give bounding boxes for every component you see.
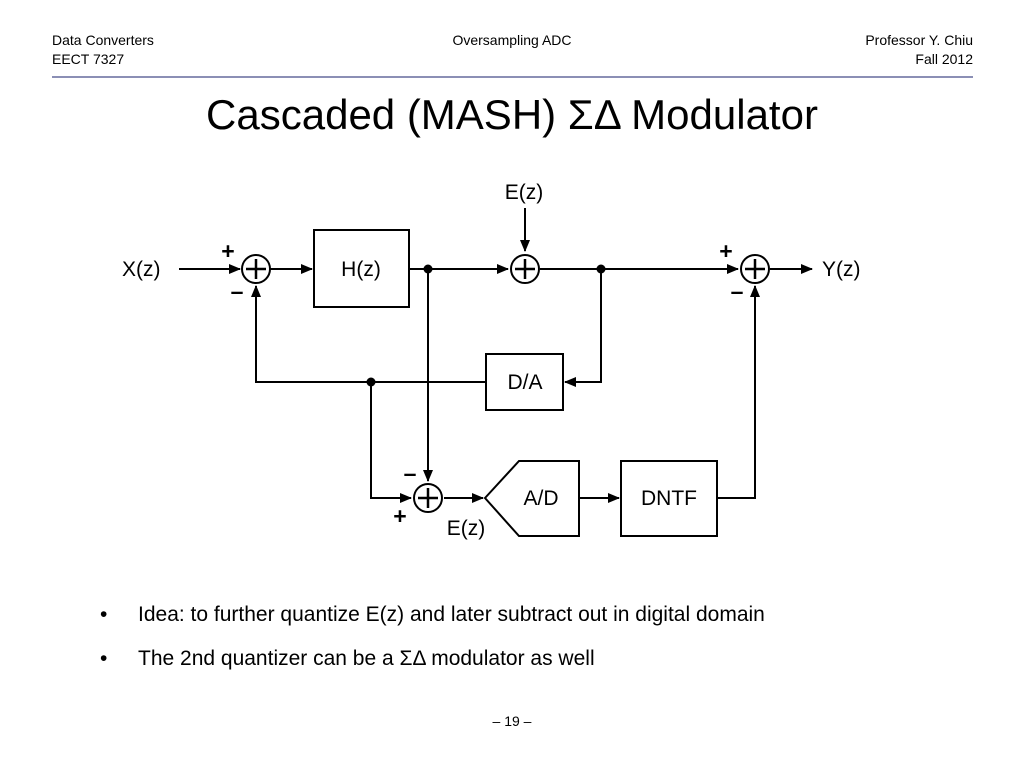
junction-dot [366, 377, 376, 387]
input-signal-label: X(z) [122, 258, 161, 281]
error-output-label: E(z) [447, 517, 486, 540]
semester: Fall 2012 [915, 51, 973, 67]
sum3-plus-sign: + [719, 238, 732, 264]
dntf-label: DNTF [641, 487, 697, 510]
sum1-minus-sign: – [231, 278, 244, 304]
header-right: Professor Y. Chiu Fall 2012 [865, 31, 973, 69]
wire-dac-tap-to-sum4 [370, 382, 412, 503]
wire-dac-to-sum1 [251, 285, 485, 383]
instructor-name: Professor Y. Chiu [865, 32, 973, 48]
junction-dot [423, 264, 433, 274]
header-left: Data Converters EECT 7327 [52, 31, 154, 69]
dntf-block [620, 460, 718, 537]
output-signal-label: Y(z) [822, 258, 861, 281]
page-number: – 19 – [492, 713, 532, 729]
summing-junction-error [413, 483, 443, 513]
summing-junction-output [740, 254, 770, 284]
summing-junction-quantizer [510, 254, 540, 284]
loop-filter-block [313, 229, 410, 308]
bullet-item: The 2nd quantizer can be a ΣΔ modulator … [100, 644, 765, 688]
wire-feedback-to-dac [564, 269, 602, 387]
header-center: Oversampling ADC [0, 31, 1024, 50]
slide-title: Cascaded (MASH) ΣΔ Modulator [206, 91, 818, 138]
lecture-topic: Oversampling ADC [452, 32, 572, 48]
loop-filter-label: H(z) [341, 258, 381, 281]
sum4-minus-sign: – [404, 460, 417, 486]
sum1-plus-sign: + [221, 238, 234, 264]
quantization-error-label: E(z) [505, 181, 544, 204]
dac-block [485, 353, 564, 411]
junction-dot [596, 264, 606, 274]
header-divider [52, 76, 973, 78]
adc-block [483, 460, 580, 537]
sum3-minus-sign: – [731, 278, 744, 304]
summing-junction-input [241, 254, 271, 284]
bullet-item: Idea: to further quantize E(z) and later… [100, 600, 765, 644]
course-code: EECT 7327 [52, 51, 125, 67]
course-name: Data Converters [52, 32, 154, 48]
bullet-list: Idea: to further quantize E(z) and later… [100, 600, 765, 688]
dac-label: D/A [507, 371, 542, 394]
wire-dntf-to-sum3 [717, 285, 760, 499]
sum4-plus-sign: + [393, 503, 406, 529]
adc-label: A/D [523, 487, 558, 510]
